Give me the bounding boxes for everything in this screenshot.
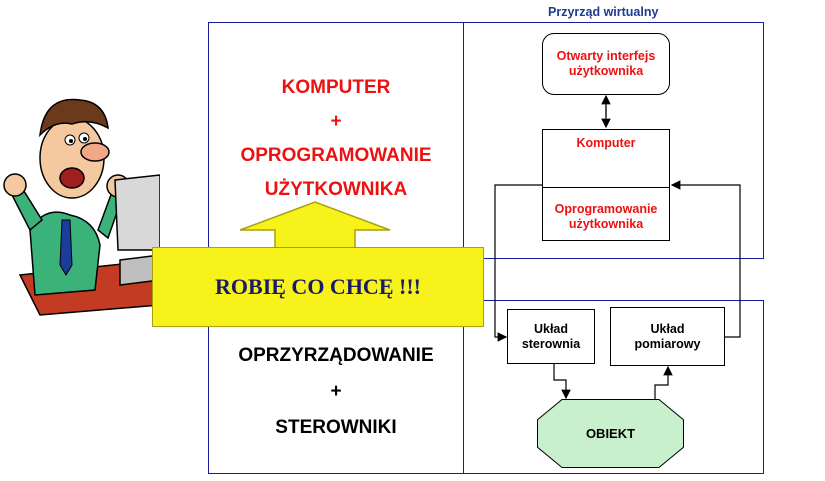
- hardware-panel: [463, 300, 764, 474]
- plus-sign-bottom: +: [330, 381, 342, 402]
- virtual-instrument-label: Przyrząd wirtualny: [548, 5, 659, 19]
- banner: ROBIĘ CO CHCĘ !!!: [152, 247, 484, 327]
- hardware-heading: OPRZYRZĄDOWANIE: [238, 345, 434, 366]
- computer-heading: KOMPUTER: [281, 77, 391, 98]
- software-box-label: Oprogramowanie użytkownika: [543, 187, 669, 232]
- object-outline: [537, 399, 684, 468]
- user-heading: UŻYTKOWNIKA: [264, 179, 408, 200]
- computer-box: Komputer Oprogramowanie użytkownika: [542, 129, 670, 241]
- object-label: OBIEKT: [585, 426, 636, 441]
- drivers-heading: STEROWNIKI: [275, 417, 397, 438]
- control-unit-box: Układ sterownia: [507, 309, 595, 364]
- banner-text: ROBIĘ CO CHCĘ !!!: [215, 274, 421, 299]
- user-interface-box: Otwarty interfejs użytkownika: [542, 33, 670, 95]
- measuring-unit-box: Układ pomiarowy: [610, 307, 725, 366]
- hardware-drivers-text: OPRZYRZĄDOWANIE + STEROWNIKI: [208, 345, 464, 439]
- object-box: OBIEKT: [537, 399, 684, 468]
- computer-software-text: KOMPUTER + OPROGRAMOWANIE UŻYTKOWNIKA: [208, 77, 464, 201]
- computer-box-label: Komputer: [576, 136, 636, 150]
- virtual-instrument-panel: [463, 22, 764, 259]
- cartoon-user-illustration: [3, 98, 160, 316]
- software-heading: OPROGRAMOWANIE: [240, 145, 432, 166]
- plus-sign-top: +: [330, 111, 342, 132]
